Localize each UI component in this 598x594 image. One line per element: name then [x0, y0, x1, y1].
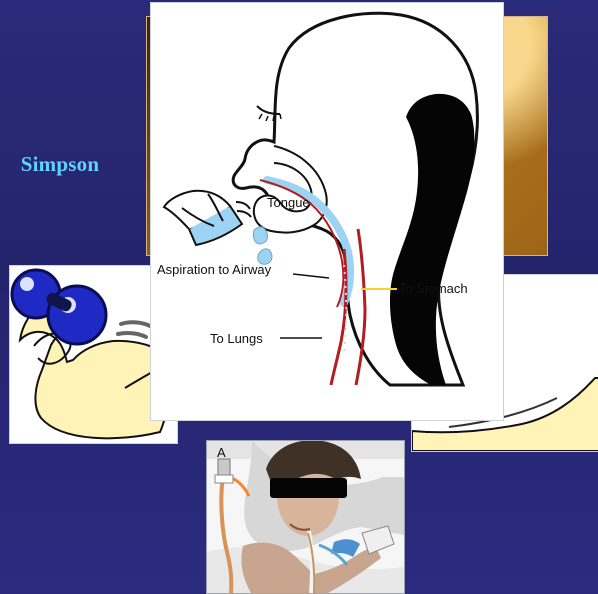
tongue-label: Tongue: [267, 195, 310, 210]
swallowing-diagram-panel: Tongue Aspiration to Airway To Stomach T…: [150, 2, 504, 421]
to-lungs-label: To Lungs: [210, 331, 263, 346]
patient-photo: A: [207, 441, 404, 593]
patient-photo-panel: A: [206, 440, 405, 594]
photo-panel-label: A: [217, 445, 226, 460]
aspiration-label: Aspiration to Airway: [157, 262, 272, 277]
to-stomach-label: To Stomach: [399, 281, 468, 296]
swallowing-diagram: Tongue Aspiration to Airway To Stomach T…: [151, 3, 503, 420]
presenter-name: Simpson: [0, 152, 120, 177]
